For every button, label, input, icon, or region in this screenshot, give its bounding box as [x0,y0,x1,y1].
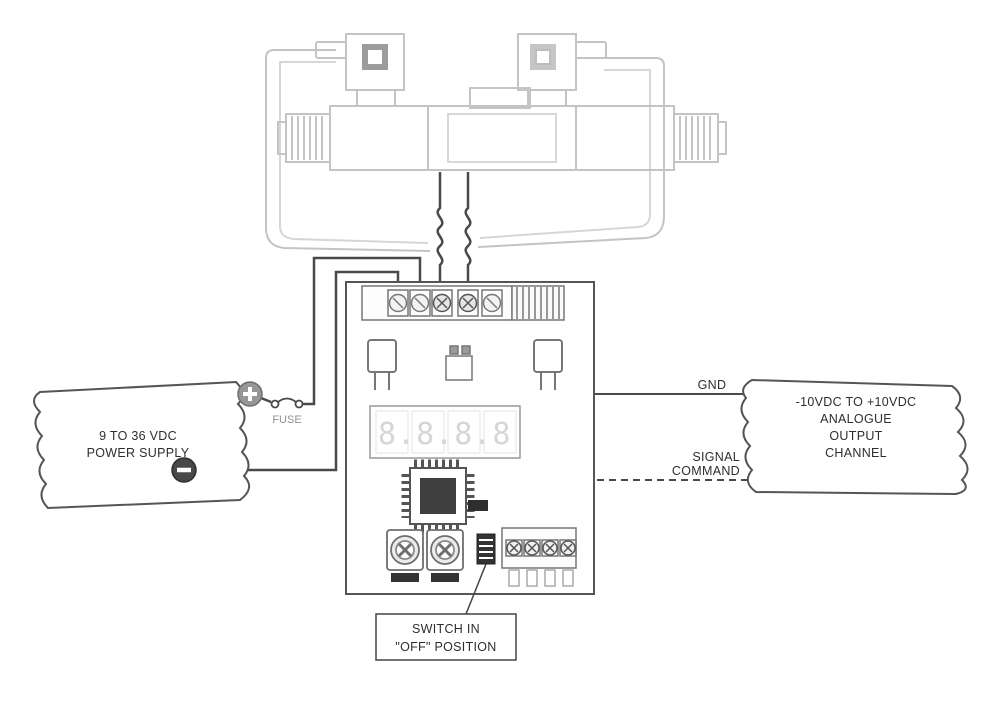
valve-wire-left [265,49,431,252]
gnd-label: GND [698,378,727,392]
negative-terminal-icon [171,457,197,483]
power-supply-label-1: 9 TO 36 VDC [99,429,177,443]
switch-note-callout-line [465,563,487,615]
seven-segment-display: 8.8.8.8 [369,405,521,459]
bottom-terminal-block [501,527,577,587]
solenoid-lead-a [436,172,444,293]
supply-wire-positive-run [302,256,422,406]
signal-label-1: SIGNAL [692,450,740,464]
fuse [270,397,304,409]
valve-spring-right [673,113,727,163]
power-supply-label-2: POWER SUPPLY [87,446,190,460]
top-terminal-strip [361,285,513,321]
valve-connector-right [517,33,607,107]
dip-switch [476,533,496,565]
top-ribbon-connector [511,285,565,321]
transistor-right [533,339,563,390]
valve-wire-right-2 [479,69,651,239]
output-channel-label-4: CHANNEL [825,446,887,460]
output-channel-label-2: ANALOGUE [820,412,892,426]
output-channel-label-1: -10VDC TO +10VDC [796,395,917,409]
switch-note-line-2: "OFF" POSITION [395,640,496,654]
valve-wire-right [477,57,665,248]
solenoid-valve [265,33,727,252]
switch-note-line-1: SWITCH IN [412,622,480,636]
potentiometer-right [426,529,464,582]
small-component [445,345,473,381]
display-value: 8.8.8.8 [378,417,511,452]
switch-note-box [375,613,517,661]
valve-connector-left [315,33,405,107]
fuse-label: FUSE [272,414,301,426]
valve-wire-left-2 [279,61,429,244]
analogue-output-channel: -10VDC TO +10VDC ANALOGUE OUTPUT CHANNEL [740,378,969,496]
valve-spring-left [277,113,331,163]
power-supply-outline [33,380,251,510]
signal-label-2: COMMAND [672,464,740,478]
switch-note: SWITCH IN "OFF" POSITION [375,563,517,661]
microcontroller-chip [401,459,475,533]
small-label-chip [468,500,488,511]
power-supply: 9 TO 36 VDC POWER SUPPLY [33,380,263,510]
driver-board: 8.8.8.8 [345,281,595,595]
valve-body [329,87,675,171]
output-channel-label-3: OUTPUT [829,429,882,443]
supply-wire-positive [260,396,272,404]
supply-wire-negative [196,270,400,472]
output-channel-outline [740,378,969,496]
potentiometer-left [386,529,424,582]
transistor-left [367,339,397,390]
solenoid-lead-b [464,172,472,293]
positive-terminal-icon [237,381,263,407]
